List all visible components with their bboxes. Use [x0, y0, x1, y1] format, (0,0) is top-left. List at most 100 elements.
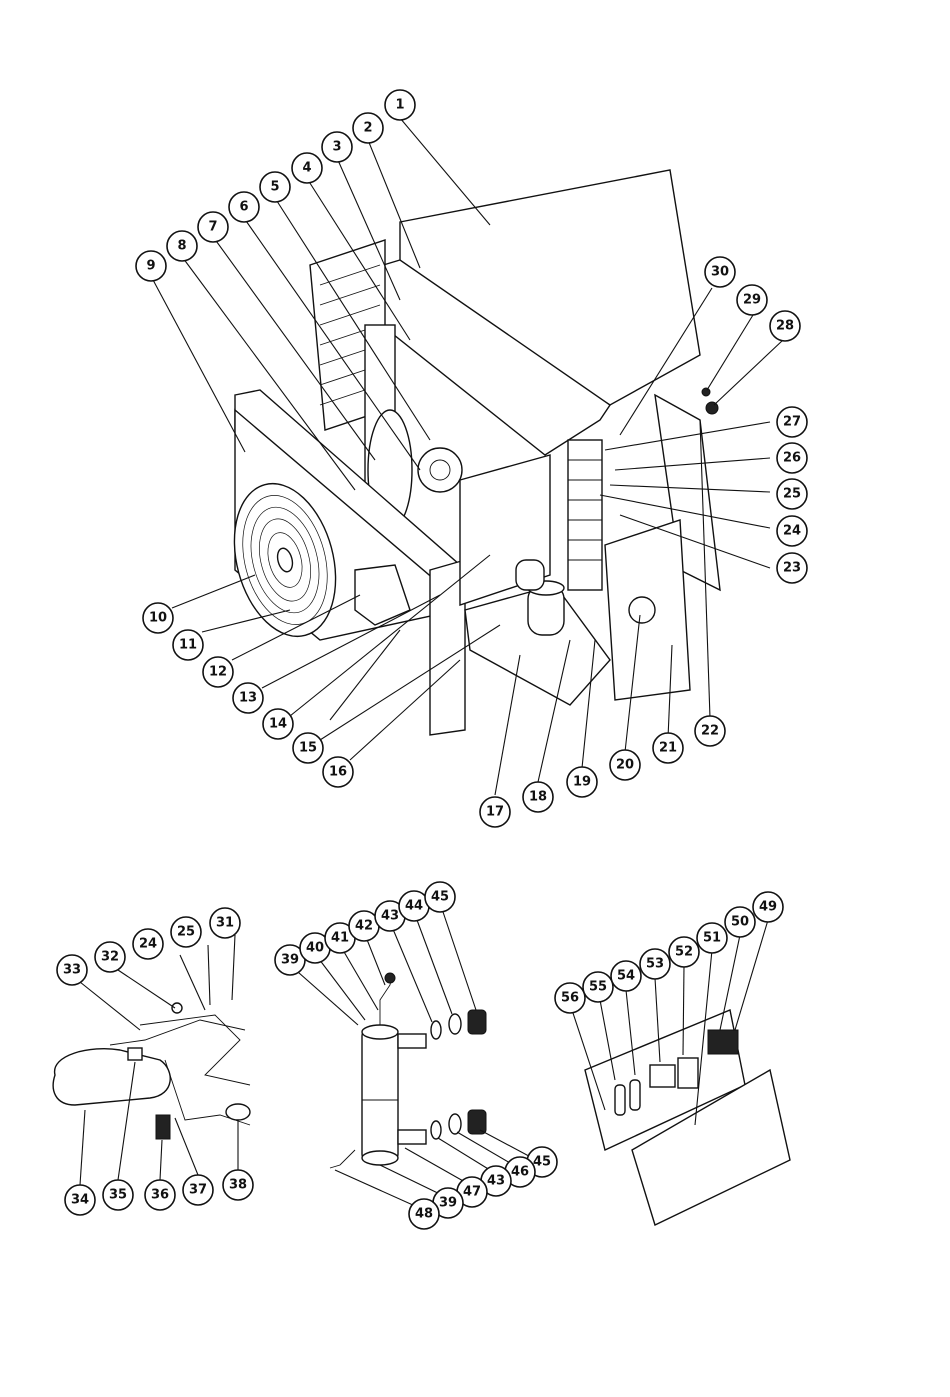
svg-text:5: 5	[270, 180, 279, 195]
svg-text:28: 28	[776, 319, 794, 334]
svg-text:45: 45	[533, 1155, 551, 1170]
svg-text:16: 16	[329, 765, 347, 780]
svg-text:35: 35	[109, 1188, 127, 1203]
coil-spring	[156, 1115, 170, 1139]
svg-text:30: 30	[711, 265, 729, 280]
svg-text:1: 1	[395, 98, 404, 113]
capacitor-2	[630, 1080, 640, 1110]
washer-upper	[449, 1014, 461, 1034]
callout-52: 52	[669, 937, 699, 967]
washer-lower	[449, 1114, 461, 1134]
callout-35: 35	[103, 1180, 133, 1210]
callout-22: 22	[695, 716, 725, 746]
callout-25: 25	[777, 479, 807, 509]
svg-text:51: 51	[703, 931, 721, 946]
svg-text:2: 2	[363, 121, 372, 136]
svg-text:19: 19	[573, 775, 591, 790]
svg-text:42: 42	[355, 919, 373, 934]
callout-11: 11	[173, 630, 203, 660]
svg-text:34: 34	[71, 1193, 89, 1208]
svg-text:52: 52	[675, 945, 693, 960]
svg-text:9: 9	[146, 259, 155, 274]
svg-text:12: 12	[209, 665, 227, 680]
svg-text:46: 46	[511, 1165, 529, 1180]
svg-text:55: 55	[589, 980, 607, 995]
callout-29: 29	[737, 285, 767, 315]
callout-27: 27	[777, 407, 807, 437]
svg-text:49: 49	[759, 900, 777, 915]
callout-2: 2	[353, 113, 383, 143]
svg-text:36: 36	[151, 1188, 169, 1203]
callout-32: 32	[95, 942, 125, 972]
svg-text:39: 39	[281, 953, 299, 968]
svg-text:38: 38	[229, 1178, 247, 1193]
callout-34: 34	[65, 1185, 95, 1215]
callout-53: 53	[640, 949, 670, 979]
callout-8: 8	[167, 231, 197, 261]
svg-text:6: 6	[239, 200, 248, 215]
callout-33: 33	[57, 955, 87, 985]
svg-text:29: 29	[743, 293, 761, 308]
svg-text:56: 56	[561, 991, 579, 1006]
callout-25b: 25	[171, 917, 201, 947]
fitting-28	[706, 402, 718, 414]
svg-text:37: 37	[189, 1183, 207, 1198]
callout-55: 55	[583, 972, 613, 1002]
exchanger-cylinder	[362, 1030, 398, 1160]
svg-text:47: 47	[463, 1185, 481, 1200]
upper-nozzle	[398, 1034, 426, 1048]
callout-7: 7	[198, 212, 228, 242]
refrigerant-loop	[53, 1049, 170, 1105]
svg-text:45: 45	[431, 890, 449, 905]
svg-text:26: 26	[783, 451, 801, 466]
svg-text:21: 21	[659, 741, 677, 756]
callout-45: 45	[425, 882, 455, 912]
svg-text:22: 22	[701, 724, 719, 739]
callout-51: 51	[697, 923, 727, 953]
svg-text:18: 18	[529, 790, 547, 805]
svg-text:11: 11	[179, 638, 197, 653]
svg-text:25: 25	[177, 925, 195, 940]
sensor-32	[172, 1003, 182, 1013]
svg-text:25: 25	[783, 487, 801, 502]
callout-1: 1	[385, 90, 415, 120]
callout-9: 9	[136, 251, 166, 281]
svg-text:32: 32	[101, 950, 119, 965]
callout-50: 50	[725, 907, 755, 937]
svg-text:24: 24	[783, 524, 801, 539]
callout-17: 17	[480, 797, 510, 827]
svg-text:53: 53	[646, 957, 664, 972]
callout-10: 10	[143, 603, 173, 633]
svg-text:14: 14	[269, 717, 287, 732]
svg-text:40: 40	[306, 941, 324, 956]
svg-text:7: 7	[208, 220, 217, 235]
svg-text:39: 39	[439, 1196, 457, 1211]
callout-13: 13	[233, 683, 263, 713]
callout-30: 30	[705, 257, 735, 287]
svg-text:8: 8	[177, 239, 186, 254]
pressure-gauge	[629, 597, 655, 623]
callout-16: 16	[323, 757, 353, 787]
callout-24: 24	[777, 516, 807, 546]
svg-text:50: 50	[731, 915, 749, 930]
oring-lower	[431, 1121, 441, 1139]
svg-text:43: 43	[487, 1174, 505, 1189]
callout-20: 20	[610, 750, 640, 780]
callout-4: 4	[292, 153, 322, 183]
callout-21: 21	[653, 733, 683, 763]
svg-text:48: 48	[415, 1207, 433, 1222]
oring-upper	[431, 1021, 441, 1039]
callout-15: 15	[293, 733, 323, 763]
callout-12: 12	[203, 657, 233, 687]
svg-text:17: 17	[486, 805, 504, 820]
callout-37: 37	[183, 1175, 213, 1205]
callout-38: 38	[223, 1170, 253, 1200]
callout-23: 23	[777, 553, 807, 583]
svg-text:44: 44	[405, 899, 423, 914]
svg-text:4: 4	[302, 161, 311, 176]
callout-48: 48	[409, 1199, 439, 1229]
svg-text:31: 31	[216, 916, 234, 931]
lower-nozzle	[398, 1130, 426, 1144]
fitting-29	[702, 388, 710, 396]
